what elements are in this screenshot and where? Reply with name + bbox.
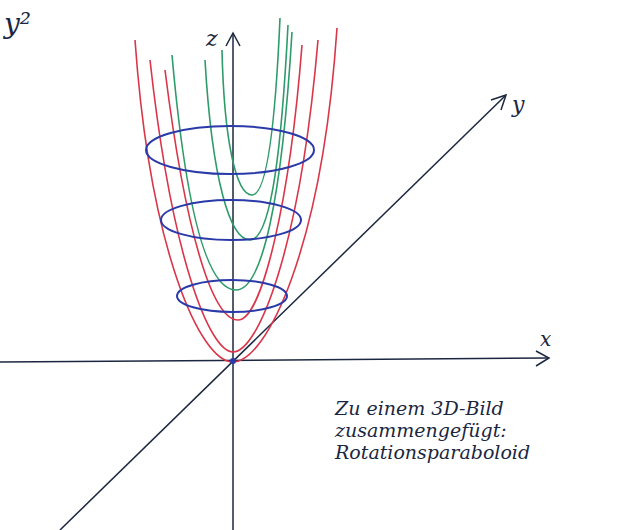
axis-label: z bbox=[206, 26, 218, 51]
origin-dot bbox=[230, 358, 236, 364]
axis-label: y bbox=[512, 92, 524, 117]
level-ellipse bbox=[161, 200, 301, 240]
z-axis bbox=[232, 34, 234, 530]
y-axis bbox=[60, 96, 505, 530]
green-parabolas bbox=[172, 18, 292, 290]
axis-label: x bbox=[540, 328, 551, 351]
red-parabola bbox=[165, 45, 302, 320]
red-parabola bbox=[135, 28, 337, 362]
x-arrowhead bbox=[536, 351, 549, 366]
y-arrowhead bbox=[491, 95, 506, 110]
handwritten-note: Zu einem 3D-Bild zusammengefügt: Rotatio… bbox=[335, 398, 535, 464]
level-ellipse bbox=[177, 280, 287, 312]
green-parabola bbox=[222, 18, 280, 195]
level-ellipses bbox=[146, 126, 314, 312]
red-parabolas bbox=[135, 28, 337, 362]
level-ellipse bbox=[146, 126, 314, 174]
green-parabola bbox=[205, 25, 288, 240]
z-arrowhead bbox=[226, 33, 240, 46]
x-axis bbox=[0, 358, 548, 362]
formula-fragment: y² bbox=[4, 8, 31, 40]
